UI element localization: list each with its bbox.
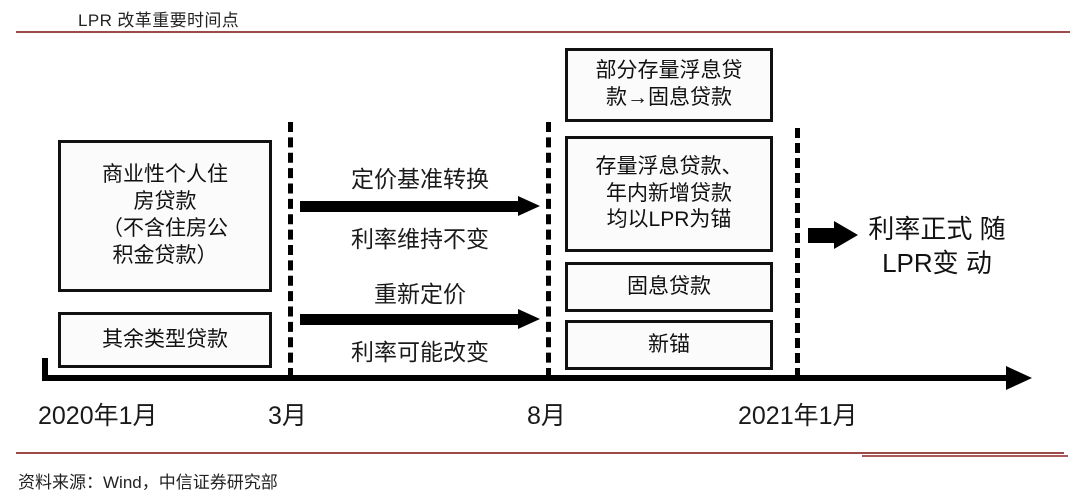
divider-august [546,122,551,378]
commercial-mortgage-line-3: （不含住房公 [102,217,228,240]
other-loans-box: 其余类型贷款 [58,312,272,368]
commercial-mortgage-line-4: 积金贷款） [112,243,218,267]
flow-1-arrow-shaft [300,201,520,212]
outcome-line-2: 随LPR变 [882,214,1006,279]
divider-march [288,122,293,378]
flow-1-arrow [300,196,540,216]
axis-tick-label-march: 3月 [268,402,307,430]
commercial-mortgage-box: 商业性个人住 房贷款 （不含住房公 积金贷款） [58,140,272,292]
header-divider [16,31,1070,33]
axis-tick-label-2020-01: 2020年1月 [38,402,158,430]
flow-1-above-label: 定价基准转换 [351,166,489,192]
new-anchor-box: 新锚 [565,320,773,370]
source-note: 资料来源：Wind，中信证券研究部 [18,473,278,492]
floating-to-fixed-line-2: 款→固息贷款 [606,86,732,109]
divider-january-2021 [795,128,800,378]
flow-2-arrow [300,309,540,329]
other-loans-line-1: 其余类型贷款 [102,327,228,351]
new-anchor-line-1: 新锚 [648,332,690,356]
footer-divider [16,452,1064,454]
page-title: LPR 改革重要时间点 [78,11,240,30]
fixed-rate-loan-box: 固息贷款 [565,262,773,312]
axis-tick-label-august: 8月 [527,402,566,430]
outcome-arrow-head [834,221,858,249]
floating-to-fixed-line-1: 部分存量浮息贷 [595,59,743,83]
outcome-line-1: 利率正式 [868,214,973,244]
outcome-arrow-shaft [808,228,836,243]
footer-divider-extension [862,455,1068,457]
flow-2-below-label: 利率可能改变 [351,339,489,365]
axis-tick-label-2021-01: 2021年1月 [738,402,858,430]
flow-2-above-label: 重新定价 [374,281,466,307]
commercial-mortgage-line-1: 商业性个人住 [102,163,228,187]
lpr-anchor-line-3: 均以LPR为锚 [606,208,732,232]
axis-arrow-head [1006,366,1032,390]
outcome-line-3: 动 [965,248,992,279]
fixed-rate-loan-line-1: 固息贷款 [627,274,711,298]
flow-2-arrow-shaft [300,314,520,325]
lpr-anchor-line-2: 年内新增贷款 [606,181,732,205]
flow-2-arrow-head [518,309,540,329]
floating-to-fixed-box: 部分存量浮息贷 款→固息贷款 [565,48,773,122]
commercial-mortgage-line-2: 房贷款 [133,190,197,214]
lpr-anchor-box: 存量浮息贷款、 年内新增贷款 均以LPR为锚 [565,136,773,252]
lpr-anchor-line-1: 存量浮息贷款、 [595,154,743,178]
flow-1-below-label: 利率维持不变 [351,226,489,252]
outcome-label: 利率正式 随LPR变 动 [852,212,1022,281]
axis-start-tick [42,358,48,381]
flow-1-arrow-head [518,196,540,216]
timeline-axis [42,375,1014,381]
